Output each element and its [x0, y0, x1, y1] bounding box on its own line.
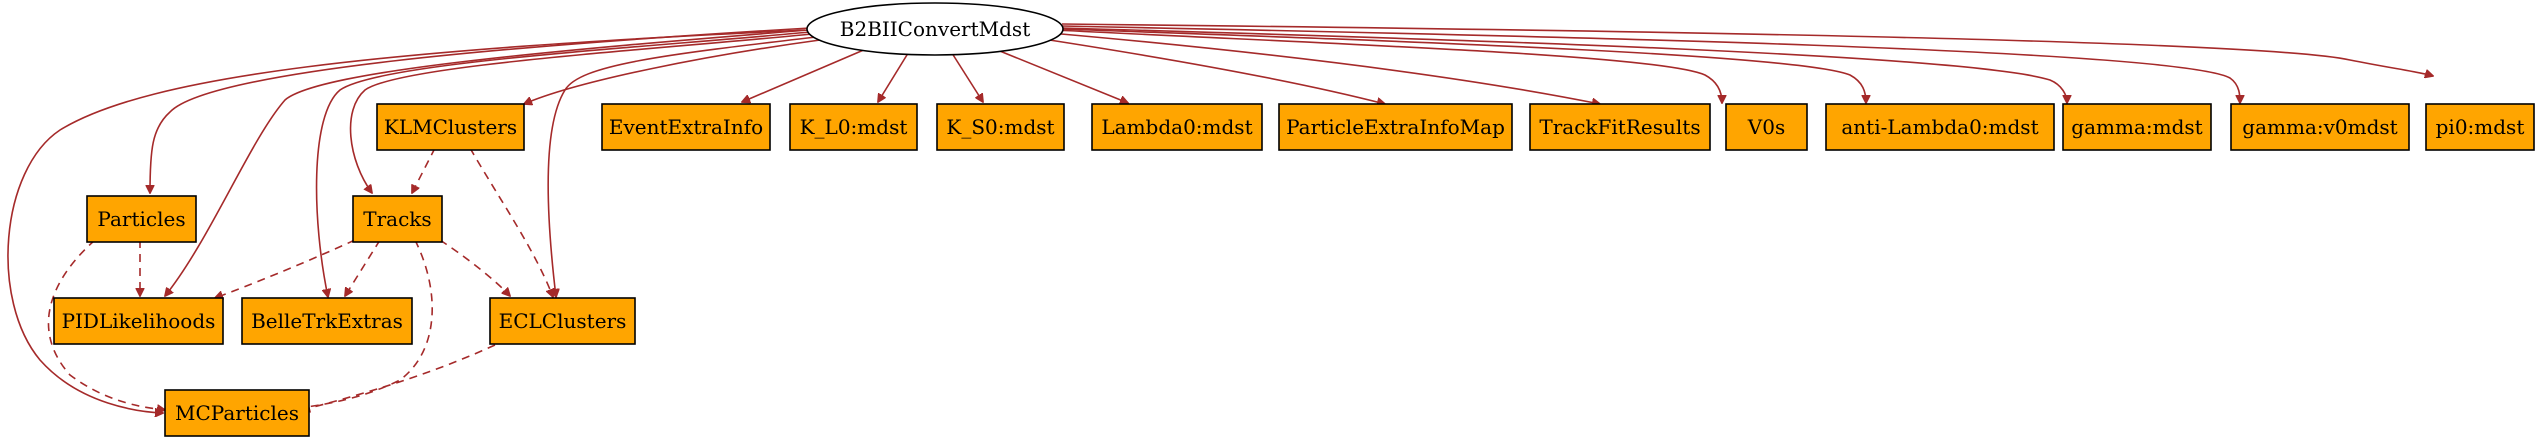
edge-root-particleextrainfomap — [1029, 36, 1385, 104]
node-label: Lambda0:mdst — [1101, 115, 1252, 139]
edge-root-klmclusters — [524, 39, 821, 104]
node-k-s0-mdst: K_S0:mdst — [936, 103, 1065, 151]
edge-root-pidlikelihoods — [165, 29, 809, 296]
edge-root-tracks — [349, 33, 813, 193]
edge-tracks-mcparticles — [300, 239, 433, 408]
node-label: ParticleExtraInfoMap — [1286, 115, 1505, 139]
node-label: EventExtraInfo — [609, 115, 763, 139]
edge-root-eclclusters — [547, 35, 826, 297]
node-pi0-mdst: pi0:mdst — [2425, 103, 2535, 151]
node-label: TrackFitResults — [1539, 115, 1700, 139]
node-label: K_S0:mdst — [946, 115, 1054, 139]
edge-root-pi0 — [1061, 23, 2433, 76]
node-tracks: Tracks — [352, 195, 443, 243]
node-label: gamma:mdst — [2071, 115, 2202, 139]
edge-root-belletrkextras — [315, 31, 811, 297]
edge-root-kl0 — [878, 49, 911, 102]
node-k-l0-mdst: K_L0:mdst — [789, 103, 918, 151]
node-v0s: V0s — [1725, 103, 1808, 151]
edge-root-trackfitresults — [1049, 32, 1600, 104]
node-label: Particles — [97, 207, 185, 231]
node-label: PIDLikelihoods — [62, 309, 216, 333]
edge-root-v0s — [1054, 29, 1722, 103]
edge-tracks-eclclusters — [439, 239, 510, 296]
node-anti-lambda0-mdst: anti-Lambda0:mdst — [1825, 103, 2055, 151]
node-label: gamma:v0mdst — [2242, 115, 2397, 139]
node-gamma-mdst: gamma:mdst — [2062, 103, 2212, 151]
node-label: KLMClusters — [384, 115, 517, 139]
node-mcparticles: MCParticles — [164, 389, 310, 437]
node-label: V0s — [1747, 115, 1785, 139]
edge-eclclusters-mcparticles — [302, 344, 496, 410]
node-lambda0-mdst: Lambda0:mdst — [1091, 103, 1263, 151]
edge-root-gamma-v0mdst — [1061, 25, 2240, 103]
node-label: BelleTrkExtras — [251, 309, 403, 333]
edge-particles-mcparticles — [47, 239, 165, 410]
edge-tracks-pidlikelihoods — [215, 239, 356, 298]
edge-tracks-belletrkextras — [345, 239, 381, 296]
edge-root-ks0 — [949, 49, 983, 102]
node-particles: Particles — [86, 195, 197, 243]
node-label: Tracks — [363, 207, 431, 231]
node-eclclusters: ECLClusters — [489, 297, 636, 345]
edge-root-gamma-mdst — [1061, 27, 2067, 103]
edge-root-mcparticles — [7, 29, 806, 413]
node-eventextrainfo: EventExtraInfo — [601, 103, 771, 151]
edge-klmclusters-tracks — [412, 147, 436, 193]
node-label: B2BIIConvertMdst — [840, 17, 1030, 41]
node-pidlikelihoods: PIDLikelihoods — [53, 297, 224, 345]
node-label: anti-Lambda0:mdst — [1841, 115, 2038, 139]
node-label: K_L0:mdst — [800, 115, 908, 139]
node-label: ECLClusters — [499, 309, 627, 333]
node-label: pi0:mdst — [2436, 115, 2525, 139]
solid-edges — [7, 23, 2433, 413]
node-label: MCParticles — [175, 401, 299, 425]
edge-root-lambda0 — [984, 44, 1128, 103]
node-gamma-v0mdst: gamma:v0mdst — [2230, 103, 2410, 151]
node-klmclusters: KLMClusters — [376, 103, 525, 151]
edge-root-antilambda0 — [1059, 28, 1866, 103]
node-b2biiconvertmdst: B2BIIConvertMdst — [806, 2, 1064, 56]
edge-root-eventextrainfo — [742, 42, 881, 102]
node-trackfitresults: TrackFitResults — [1529, 103, 1711, 151]
dashed-edges — [47, 147, 553, 410]
node-belletrkextras: BelleTrkExtras — [241, 297, 413, 345]
edge-klmclusters-eclclusters — [469, 147, 553, 297]
node-particleextrainfomap: ParticleExtraInfoMap — [1278, 103, 1513, 151]
